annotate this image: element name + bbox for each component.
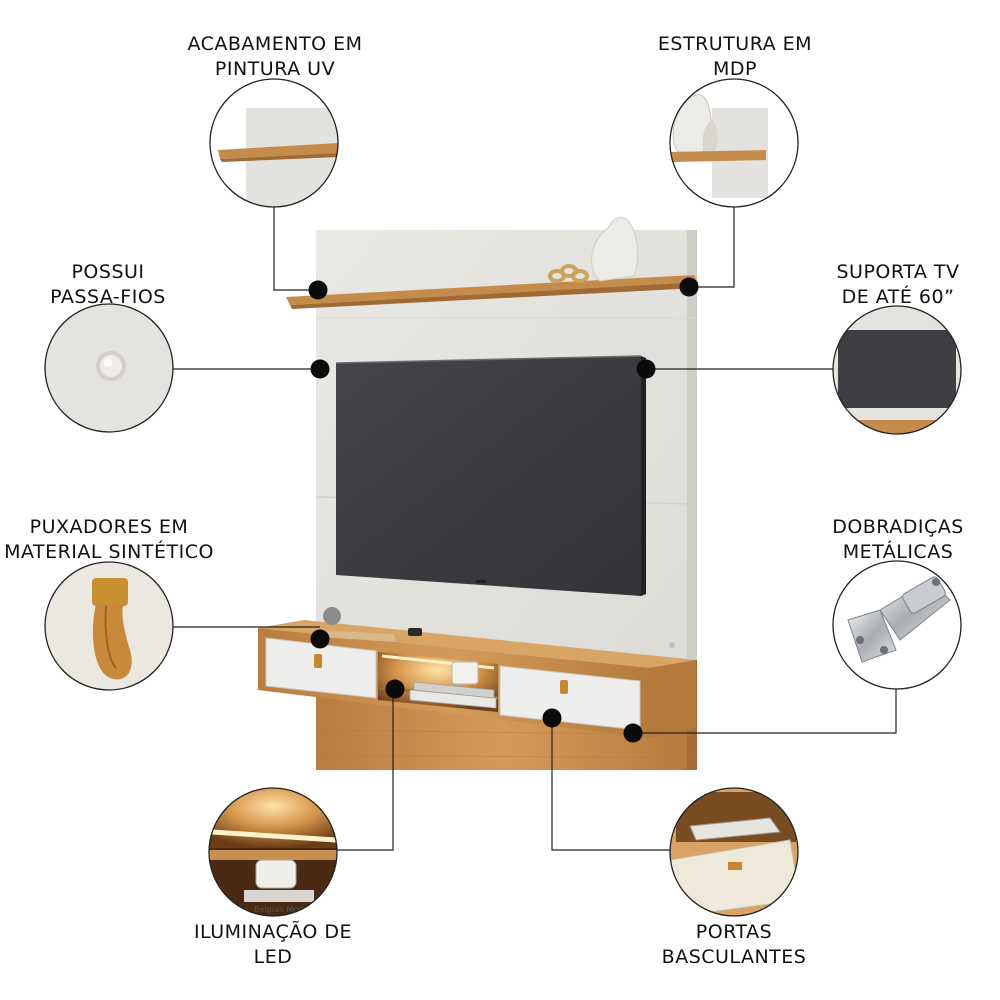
label-passa-fios: POSSUI PASSA-FIOS bbox=[0, 260, 216, 310]
label-line: ILUMINAÇÃO DE bbox=[193, 921, 353, 943]
label-portas: PORTAS BASCULANTES bbox=[624, 920, 844, 970]
left-flip-door bbox=[265, 637, 377, 699]
label-iluminacao: ILUMINAÇÃO DE LED bbox=[160, 920, 386, 970]
detail-circle-suporta-tv bbox=[832, 305, 962, 435]
detail-circle-iluminacao: Belgian Modern bbox=[208, 787, 338, 917]
tv-panel-product bbox=[258, 217, 698, 770]
label-line: PASSA-FIOS bbox=[50, 286, 166, 308]
label-line: MATERIAL SINTÉTICO bbox=[4, 541, 214, 563]
callout-lines bbox=[173, 207, 897, 851]
callout-dots bbox=[308, 277, 699, 743]
label-puxadores: PUXADORES EM MATERIAL SINTÉTICO bbox=[0, 515, 218, 565]
label-acabamento: ACABAMENTO EM PINTURA UV bbox=[160, 32, 390, 82]
detail-circle-portas bbox=[669, 787, 799, 917]
label-dobradicas: DOBRADIÇAS METÁLICAS bbox=[800, 515, 996, 565]
label-line: MDP bbox=[713, 58, 757, 80]
label-line: LED bbox=[253, 946, 293, 968]
label-line: DE ATÉ 60” bbox=[841, 286, 955, 308]
top-shelf bbox=[286, 217, 698, 309]
right-handle bbox=[560, 680, 568, 694]
label-line: METÁLICAS bbox=[842, 541, 954, 563]
vase-decoration bbox=[591, 217, 639, 282]
left-handle bbox=[314, 654, 322, 668]
label-line: PUXADORES EM bbox=[29, 516, 189, 538]
label-line: PORTAS bbox=[695, 921, 773, 943]
detail-circle-puxadores bbox=[44, 561, 174, 691]
label-line: POSSUI bbox=[71, 261, 145, 283]
label-suporta-tv: SUPORTA TV DE ATÉ 60” bbox=[800, 260, 996, 310]
label-line: SUPORTA TV bbox=[836, 261, 960, 283]
book-title-text: Belgian Modern bbox=[254, 905, 316, 914]
label-line: DOBRADIÇAS bbox=[832, 516, 964, 538]
detail-circle-estrutura bbox=[669, 78, 799, 208]
detail-circle-passa-fios bbox=[44, 303, 174, 433]
detail-circle-dobradicas bbox=[832, 560, 962, 690]
detail-circle-acabamento bbox=[209, 78, 339, 208]
label-line: BASCULANTES bbox=[661, 946, 807, 968]
label-estrutura: ESTRUTURA EM MDP bbox=[620, 32, 850, 82]
television bbox=[335, 355, 646, 596]
label-line: PINTURA UV bbox=[214, 58, 336, 80]
gold-chain-decoration bbox=[548, 264, 589, 283]
label-line: ESTRUTURA EM bbox=[657, 33, 813, 55]
label-line: ACABAMENTO EM bbox=[187, 33, 363, 55]
